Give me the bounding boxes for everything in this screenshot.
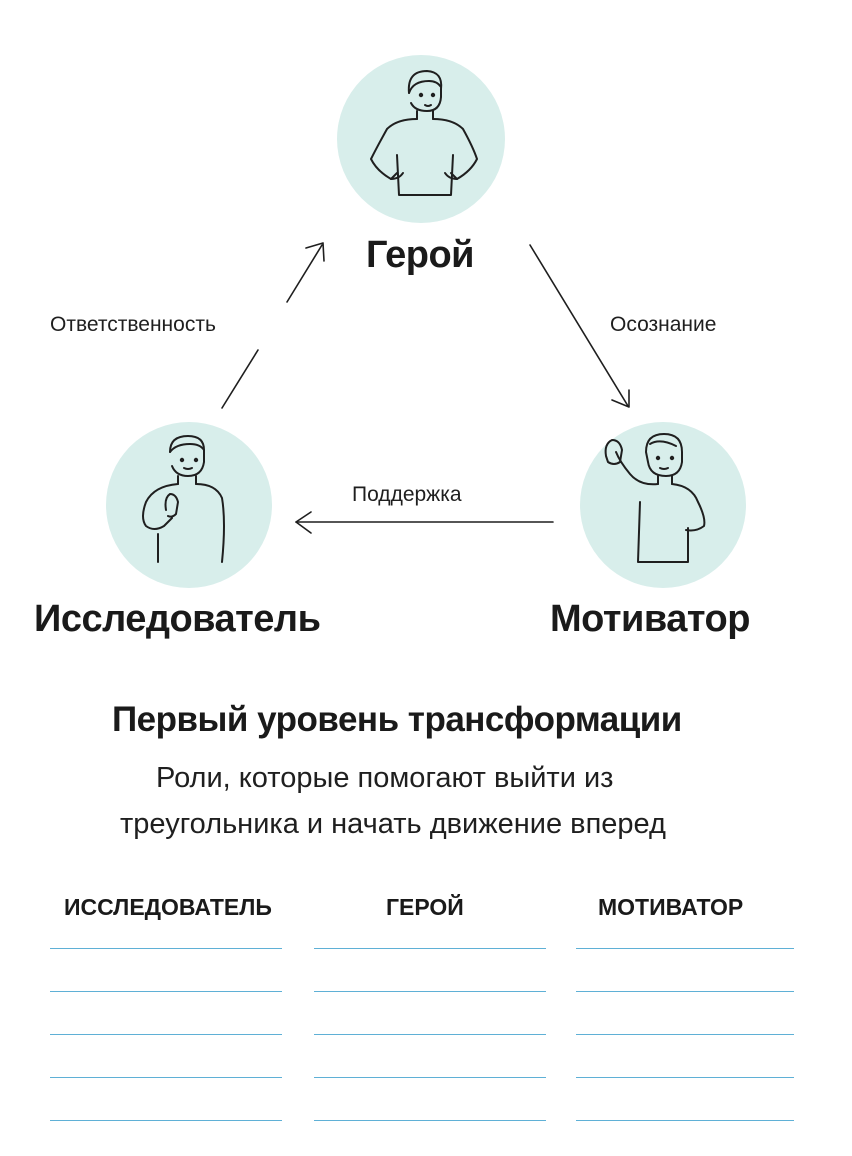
explorer-avatar bbox=[106, 422, 272, 588]
writing-line-hero[interactable] bbox=[314, 948, 546, 949]
hero-avatar bbox=[337, 55, 505, 223]
waving-person-icon bbox=[604, 433, 706, 563]
writing-line-hero[interactable] bbox=[314, 1120, 546, 1121]
section-subtitle-line1: Роли, которые помогают выйти из bbox=[156, 762, 614, 794]
writing-line-motivator[interactable] bbox=[576, 991, 794, 992]
writing-line-motivator[interactable] bbox=[576, 1077, 794, 1078]
writing-line-hero[interactable] bbox=[314, 1077, 546, 1078]
writing-line-explorer[interactable] bbox=[50, 948, 282, 949]
section-subtitle-line2: треугольника и начать движение вперед bbox=[120, 808, 666, 840]
column-header-explorer: ИССЛЕДОВАТЕЛЬ bbox=[64, 894, 272, 920]
column-header-hero: ГЕРОЙ bbox=[386, 894, 464, 920]
node-label-explorer: Исследователь bbox=[34, 598, 321, 640]
section-title: Первый уровень трансформации bbox=[112, 700, 682, 739]
writing-line-motivator[interactable] bbox=[576, 1120, 794, 1121]
writing-line-explorer[interactable] bbox=[50, 1120, 282, 1121]
arrow-awareness bbox=[529, 244, 630, 408]
motivator-avatar bbox=[580, 422, 746, 588]
node-label-hero: Герой bbox=[366, 234, 475, 276]
writing-line-motivator[interactable] bbox=[576, 1034, 794, 1035]
writing-line-explorer[interactable] bbox=[50, 991, 282, 992]
writing-line-motivator[interactable] bbox=[576, 948, 794, 949]
edge-label-awareness: Осознание bbox=[610, 313, 717, 336]
edge-label-support: Поддержка bbox=[352, 483, 462, 506]
writing-line-explorer[interactable] bbox=[50, 1034, 282, 1035]
edge-label-responsibility: Ответственность bbox=[50, 313, 216, 336]
column-header-motivator: МОТИВАТОР bbox=[598, 894, 744, 920]
writing-line-hero[interactable] bbox=[314, 991, 546, 992]
standing-person-icon bbox=[370, 70, 478, 196]
arrow-responsibility bbox=[221, 242, 325, 409]
writing-line-hero[interactable] bbox=[314, 1034, 546, 1035]
arrows-layer bbox=[221, 242, 630, 534]
thinking-person-icon bbox=[142, 435, 225, 563]
writing-line-explorer[interactable] bbox=[50, 1077, 282, 1078]
arrow-support bbox=[295, 511, 554, 534]
node-label-motivator: Мотиватор bbox=[550, 598, 750, 640]
